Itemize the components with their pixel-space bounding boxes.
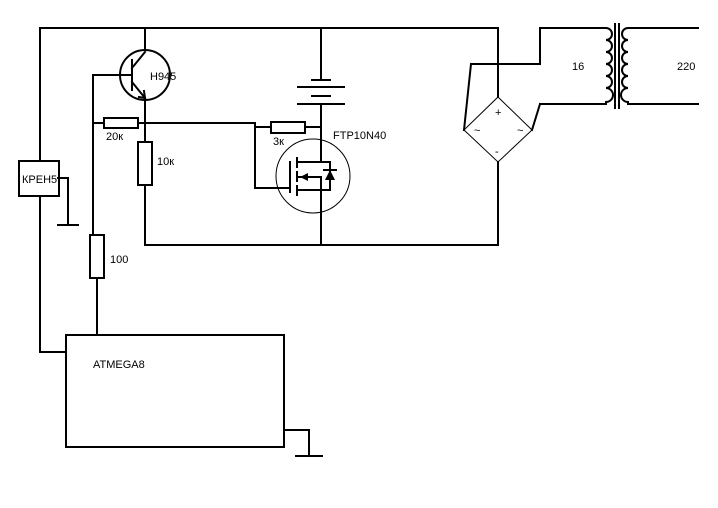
microcontroller-atmega8: ATMEGA8 <box>65 334 285 448</box>
mosfet: FTP10N40 <box>254 130 386 214</box>
bridge-ac-right-label: ~ <box>517 125 523 137</box>
bridge-minus-label: - <box>495 146 499 158</box>
resistor-100: 100 <box>89 234 128 279</box>
resistor-20k: 20к <box>103 117 139 143</box>
resistor-100-label: 100 <box>110 254 128 266</box>
bridge-plus-label: + <box>495 107 501 119</box>
secondary-voltage-label: 16 <box>572 61 584 73</box>
wires <box>39 27 699 457</box>
bridge-ac-left-label: ~ <box>474 125 480 137</box>
resistor-10k-label: 10к <box>157 156 174 168</box>
npn-transistor: H945 <box>119 49 176 101</box>
transformer: 16 220 <box>572 23 695 109</box>
resistor-10k: 10к <box>137 141 174 186</box>
resistor-20k-label: 20к <box>106 131 123 143</box>
bridge-rectifier: + - ~ ~ <box>463 96 533 163</box>
mosfet-label: FTP10N40 <box>333 130 386 142</box>
voltage-regulator: КРЕН5 <box>18 160 60 197</box>
transistor-label: H945 <box>150 71 176 83</box>
resistor-3k-label: 3к <box>273 136 284 148</box>
resistor-3k: 3к <box>270 121 306 148</box>
battery-symbol <box>297 79 345 105</box>
regulator-label: КРЕН5 <box>22 174 57 186</box>
mcu-label: ATMEGA8 <box>93 359 145 371</box>
primary-voltage-label: 220 <box>677 61 695 73</box>
